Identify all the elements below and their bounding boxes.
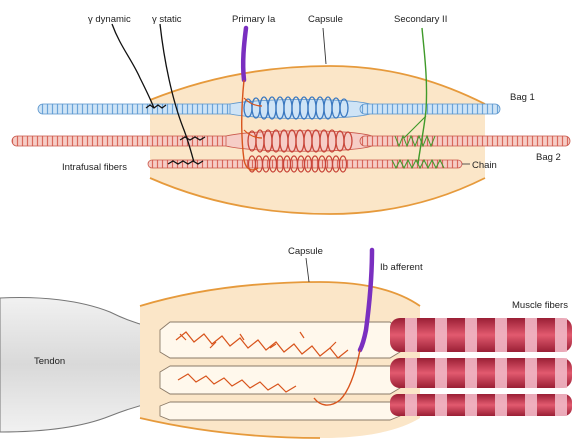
label-tendon: Tendon xyxy=(34,356,65,367)
label-gamma-dynamic: γ dynamic xyxy=(88,14,131,25)
label-capsule-bottom: Capsule xyxy=(288,246,323,257)
label-gamma-static: γ static xyxy=(152,14,182,25)
label-chain: Chain xyxy=(472,160,497,171)
label-bag2: Bag 2 xyxy=(536,152,561,163)
muscle-spindle: γ dynamic γ static Primary Ia Capsule Se… xyxy=(12,14,570,214)
extrafusal-muscle-fibers xyxy=(390,318,572,416)
golgi-tendon-organ: Capsule Ib afferent Muscle fibers Tendon xyxy=(0,246,572,438)
bag2-fiber xyxy=(12,130,570,152)
label-capsule-top: Capsule xyxy=(308,14,343,25)
label-intrafusal-fibers: Intrafusal fibers xyxy=(62,162,127,173)
label-muscle-fibers: Muscle fibers xyxy=(512,300,568,311)
primary-ia-nerve xyxy=(243,28,246,80)
label-ib-afferent: Ib afferent xyxy=(380,262,423,273)
label-secondary-ii: Secondary II xyxy=(394,14,447,25)
label-bag1: Bag 1 xyxy=(510,92,535,103)
label-primary-ia: Primary Ia xyxy=(232,14,276,25)
gamma-dynamic-nerve xyxy=(112,24,154,108)
